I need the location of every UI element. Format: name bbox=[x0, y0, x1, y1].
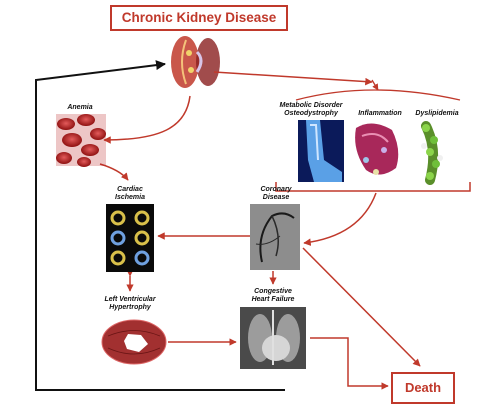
dyslipidemia-label: Dyslipidemia bbox=[415, 110, 459, 117]
bracket-arrow-down bbox=[371, 79, 379, 91]
lvh-label: Left Ventricular Hypertrophy bbox=[104, 296, 156, 311]
inflammation-image bbox=[355, 123, 399, 175]
title-text: Chronic Kidney Disease bbox=[121, 10, 277, 25]
anemia-label: Anemia bbox=[67, 104, 93, 111]
arrow-anemia-to-ischemia bbox=[99, 163, 129, 181]
arrow-kidney-to-risk-factors bbox=[213, 71, 373, 86]
arrow-kidney-to-anemia bbox=[103, 95, 191, 144]
death-box: Death bbox=[391, 372, 455, 404]
arrow-chf-to-death bbox=[310, 337, 389, 390]
lvh-heart-image bbox=[101, 319, 167, 365]
dyslipidemia-image bbox=[421, 121, 443, 185]
coronary-disease-label: Coronary Disease bbox=[260, 186, 292, 201]
cardiac-ischemia-image bbox=[106, 204, 154, 272]
arrow-risk-to-coronary bbox=[303, 192, 377, 246]
anemia-image bbox=[56, 114, 106, 167]
risk-factors-bracket bbox=[275, 182, 471, 192]
feedback-loop-arrow bbox=[35, 60, 285, 391]
arrow-coronary-to-death bbox=[302, 247, 421, 367]
osteodystrophy-image bbox=[298, 120, 344, 182]
risk-factors-bracket-top bbox=[295, 89, 461, 101]
chest-xray-image bbox=[240, 307, 306, 369]
metabolic-label: Metabolic Disorder Osteodystrophy bbox=[279, 102, 343, 117]
chf-label: Congestive Heart Failure bbox=[251, 288, 295, 303]
death-text: Death bbox=[404, 380, 442, 395]
coronary-angiogram-image bbox=[250, 204, 300, 270]
inflammation-label: Inflammation bbox=[358, 110, 402, 117]
kidney-image bbox=[171, 36, 220, 88]
cardiac-ischemia-label: Cardiac Ischemia bbox=[115, 186, 145, 201]
chronic-kidney-disease-box: Chronic Kidney Disease bbox=[110, 5, 288, 31]
